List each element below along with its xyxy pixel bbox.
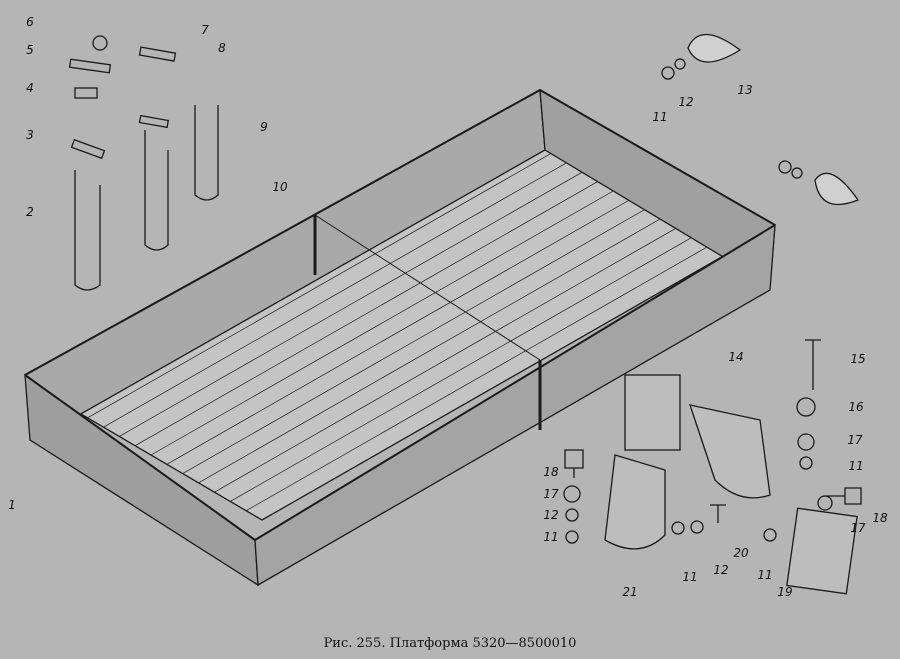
floor-plank [245,225,745,512]
part-label: 7 [201,23,209,37]
floor-plank [230,216,729,502]
part-label: 11 [757,568,773,582]
mudguard-14 [689,404,771,499]
part-label: 11 [652,110,668,124]
floor-plank [87,132,588,419]
part-label: 3 [26,128,34,142]
reflector [814,172,860,206]
nut-11b [799,456,813,470]
floor-plank [166,178,666,465]
part-label: 6 [26,15,34,29]
part-label: 9 [260,120,268,134]
part-label: 18 [543,465,559,479]
nut-6 [92,35,108,51]
nut [778,160,792,174]
u-bolt-10 [144,130,169,251]
part-label: 19 [777,585,793,599]
part-label: 16 [848,400,864,414]
washer [791,167,803,179]
nut-11d [763,528,777,542]
plate-3 [70,138,106,160]
part-label: 11 [848,459,864,473]
u-bolt-9 [194,105,219,201]
part-label: 15 [850,352,866,366]
nut-plate-16 [796,397,816,417]
part-label: 20 [733,546,749,560]
plate-7 [138,46,177,62]
part-label: 21 [622,585,638,599]
part-label: 12 [543,508,559,522]
part-label: 8 [218,41,226,55]
mudguard-21 [604,454,666,550]
part-label: 11 [543,530,559,544]
bolt-18b [825,487,862,505]
part-label: 4 [26,81,34,95]
part-label: 5 [26,43,34,57]
floor-planks [55,113,745,512]
floor-plank [103,141,604,428]
part-label: 17 [847,433,863,447]
part-label: 2 [26,205,34,219]
washer-17 [563,485,581,503]
nut-11e [661,66,675,80]
part-label: 12 [678,95,694,109]
floor-plank [198,197,698,484]
part-label: 17 [543,487,559,501]
plate-5 [68,58,112,74]
part-label: 12 [713,563,729,577]
part-label: 13 [737,83,753,97]
nut-11c [671,521,685,535]
nut-11 [565,530,579,544]
washer-17b [797,433,815,451]
part-label: 1 [8,498,16,512]
reflector-13 [687,33,742,63]
part-label: 17 [850,521,866,535]
mud-flap-19 [786,507,858,595]
floor-plank [214,206,714,493]
part-label: 11 [682,570,698,584]
u-bolt-2 [74,170,101,291]
washer-12 [565,508,579,522]
part-label: 14 [728,350,744,364]
bolt-20 [710,504,726,523]
part-label: 10 [272,180,288,194]
figure-caption: Рис. 255. Платформа 5320—8500010 [323,636,577,651]
plate-8 [138,114,170,129]
plate-4 [74,87,98,99]
floor-plank [182,188,682,474]
bolt-18 [564,449,584,478]
bolt-15 [805,339,821,390]
washer-17c [817,495,833,511]
divider-rod [314,214,541,361]
floor-plank [119,151,619,437]
floor-plank [134,160,635,447]
washer-12c [674,58,686,70]
part-label: 18 [872,511,888,525]
washer-12b [690,520,704,534]
floor-plank [150,169,651,456]
mud-flap [624,374,681,451]
